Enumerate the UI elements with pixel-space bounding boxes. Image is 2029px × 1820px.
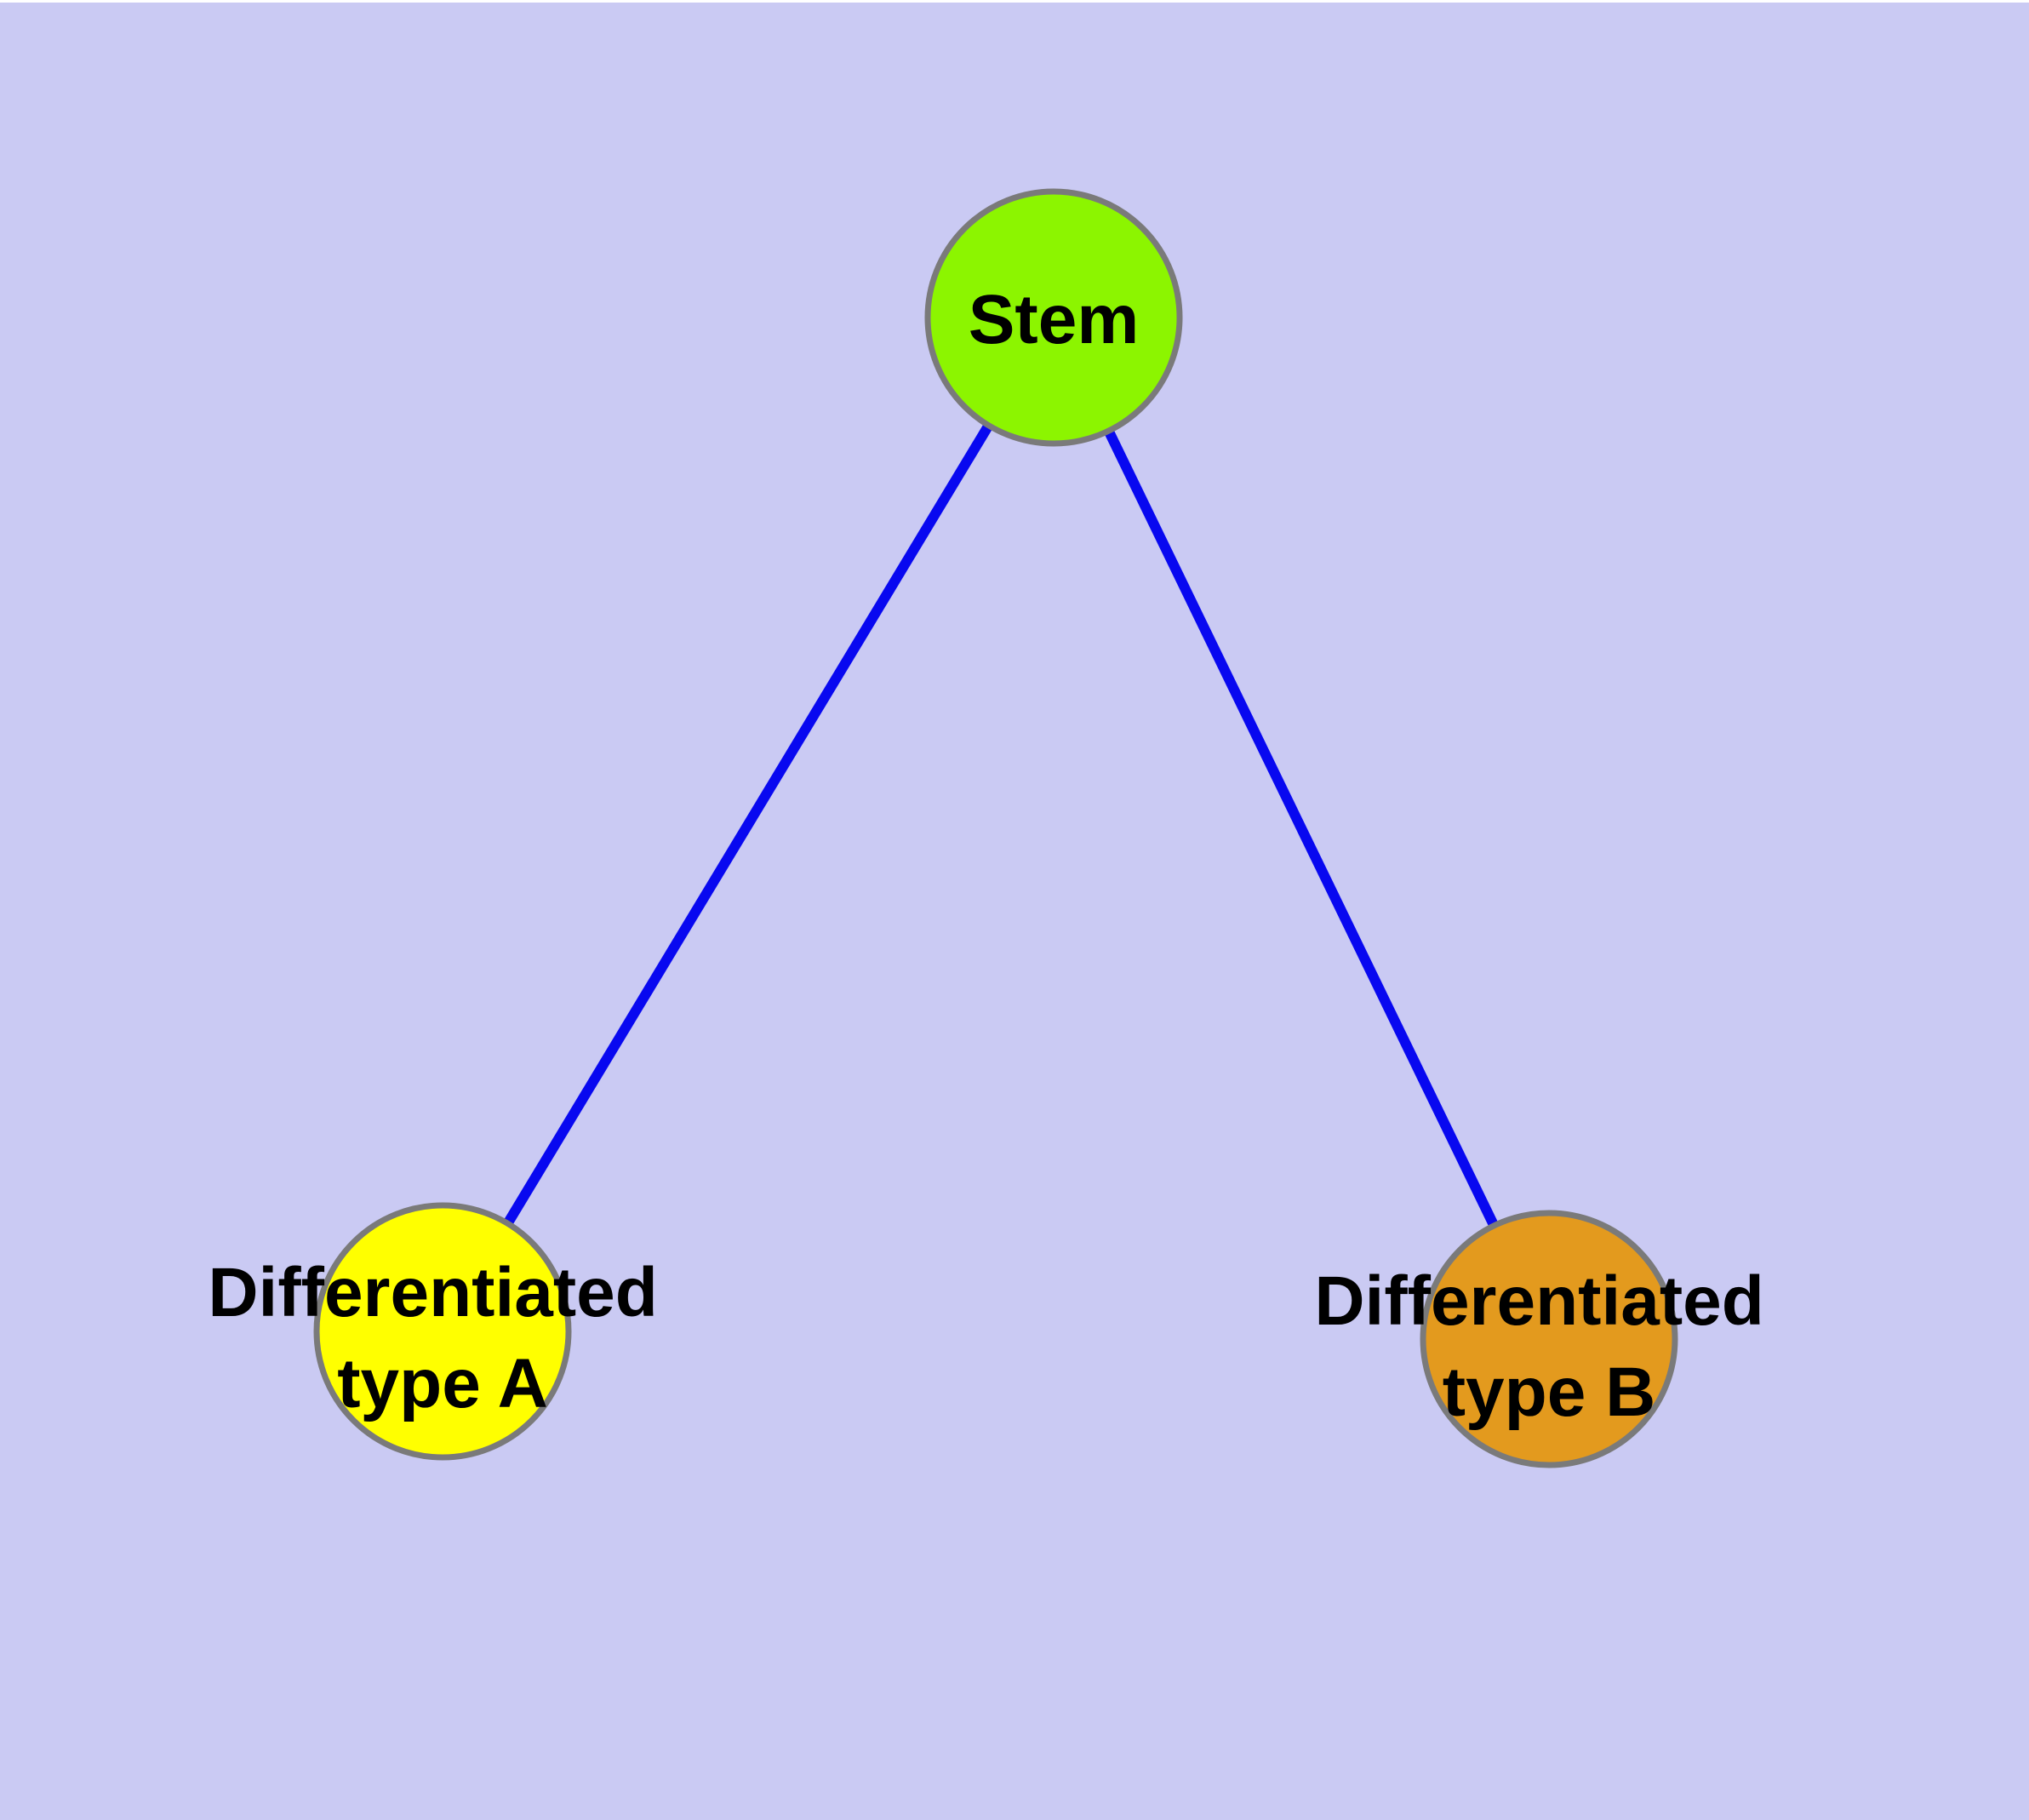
stem-node bbox=[924, 188, 1183, 447]
edge-stem-to-type-a bbox=[437, 314, 1059, 1335]
edge-stem-to-type-b bbox=[1049, 315, 1554, 1342]
top-margin-strip bbox=[0, 0, 2029, 3]
type-a-node bbox=[313, 1202, 572, 1461]
type-b-node bbox=[1420, 1210, 1678, 1468]
